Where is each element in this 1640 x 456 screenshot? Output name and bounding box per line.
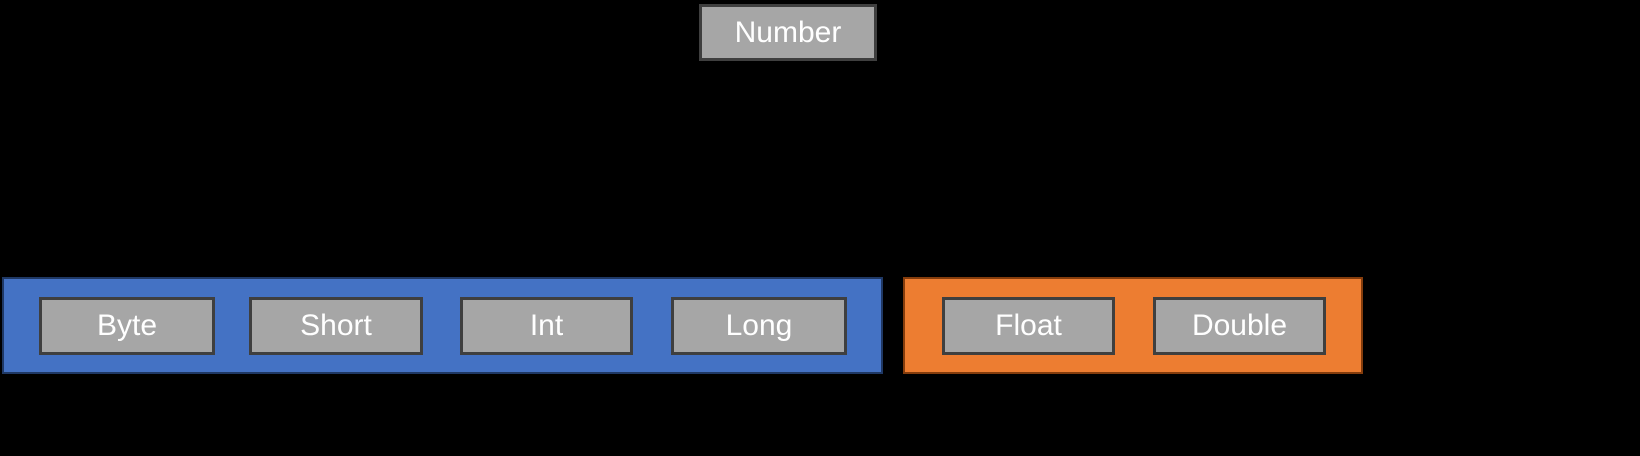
node-long: Long xyxy=(671,297,847,355)
node-number: Number xyxy=(699,4,877,61)
node-number-label: Number xyxy=(734,15,842,49)
node-float-label: Float xyxy=(995,309,1062,342)
group-integral-types: Byte Short Int Long xyxy=(2,277,883,374)
node-double: Double xyxy=(1153,297,1326,355)
node-int-label: Int xyxy=(529,309,564,342)
node-double-label: Double xyxy=(1191,309,1288,342)
node-long-label: Long xyxy=(725,309,793,342)
node-float: Float xyxy=(942,297,1115,355)
node-short-label: Short xyxy=(300,309,372,342)
node-int: Int xyxy=(460,297,633,355)
node-byte: Byte xyxy=(39,297,215,355)
node-byte-label: Byte xyxy=(96,309,158,342)
node-short: Short xyxy=(249,297,423,355)
group-floating-point-types: Float Double xyxy=(903,277,1363,374)
